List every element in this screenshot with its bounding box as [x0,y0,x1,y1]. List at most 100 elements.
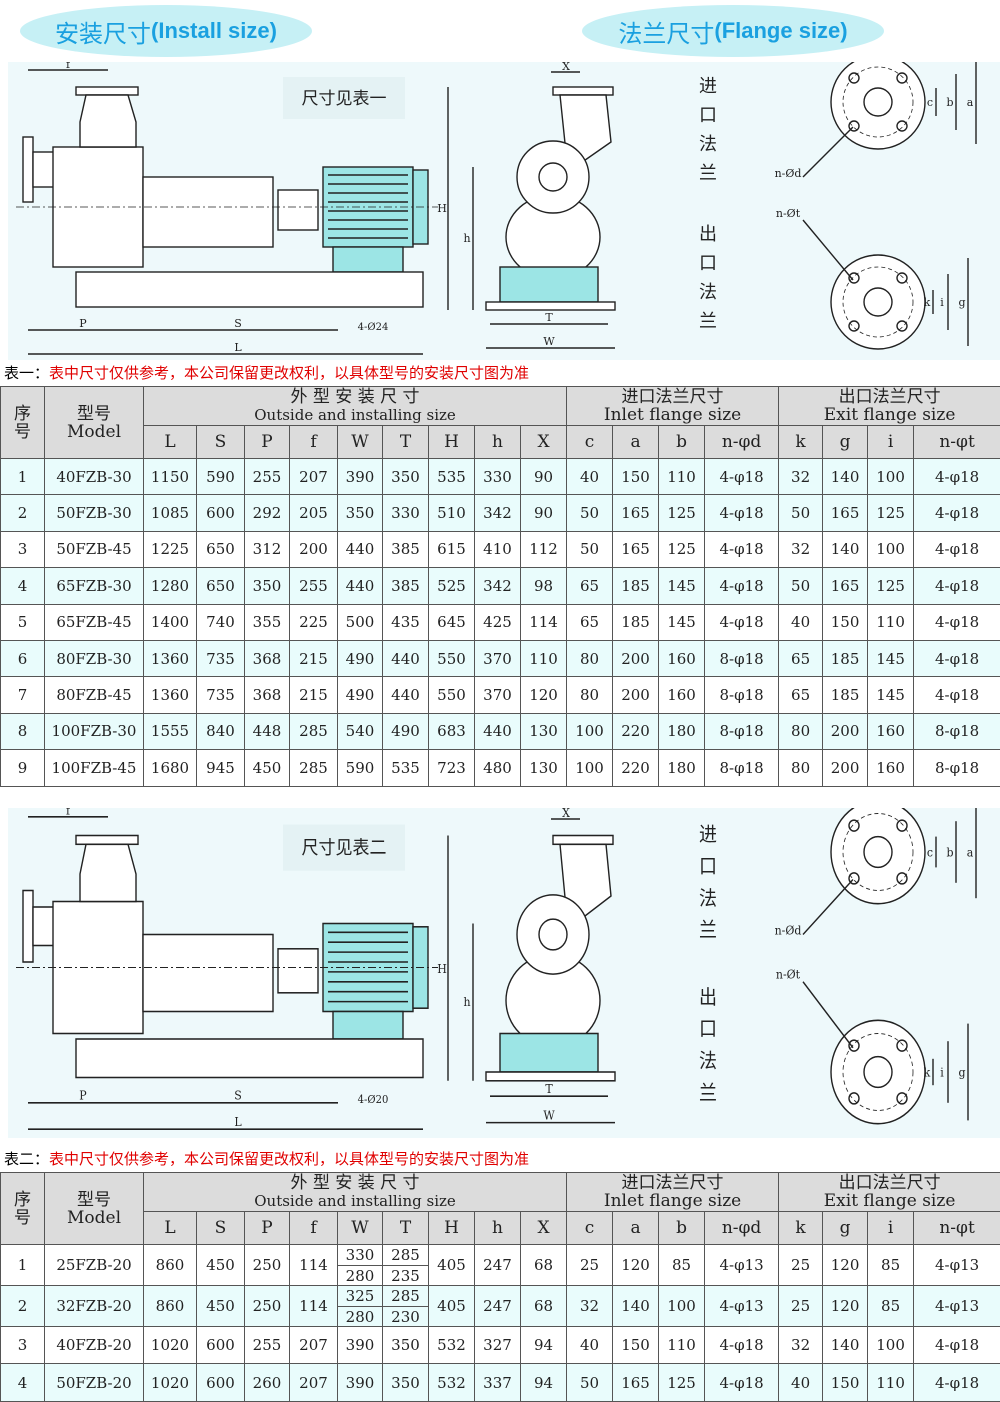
table-cell: 110 [868,604,914,640]
table-cell: 480 [475,750,521,786]
table-cell: 200 [823,713,868,749]
table-cell: 4-φ13 [914,1245,1000,1286]
outlet-flange [23,891,33,963]
table-cell: 6 [1,640,45,676]
table-cell: 207 [290,1364,338,1402]
table-cell: 1555 [144,713,197,749]
table-cell: 8-φ18 [705,750,779,786]
col-header: h [475,426,521,459]
inlet-flange-label: 兰 [699,919,717,942]
table-cell: 110 [659,1327,705,1364]
table-cell: 2 [1,1286,45,1327]
col-header: b [659,1212,705,1245]
table-cell: 945 [197,750,245,786]
coupling [278,949,318,993]
col-header: S [197,426,245,459]
table-cell: 4-φ18 [914,568,1000,604]
table-cell: 185 [613,568,659,604]
table-cell: 440 [383,640,429,676]
table-cell: 220 [613,750,659,786]
table-cell: 385 [383,531,429,567]
table-cell: 150 [823,1364,868,1402]
dim-l-label: L [234,341,242,354]
table-cell: 40 [779,1364,823,1402]
table-cell: 337 [475,1364,521,1402]
size-note: 尺寸见表一 [302,89,387,109]
table-cell: 550 [429,640,475,676]
table-cell: 100 [868,1327,914,1364]
table-cell: 4-φ18 [705,1364,779,1402]
col-header: X [521,426,567,459]
table-cell: 532 [429,1364,475,1402]
table-cell: 4-φ18 [705,459,779,495]
table-cell: 145 [868,677,914,713]
table-cell: 100FZB-30 [45,713,144,749]
table-cell: 150 [613,459,659,495]
col-header: f [290,426,338,459]
table-cell: 65 [779,677,823,713]
table-cell: 100 [567,750,613,786]
outlet-flange-label: 出 [699,224,717,245]
table-cell: 650 [197,568,245,604]
table-cell: 200 [613,677,659,713]
table-cell: 350 [245,568,290,604]
table-cell: 7 [1,677,45,713]
dim-l-label: L [234,1114,242,1129]
dim-x-label: X [562,808,571,820]
inlet-dim-label: a [967,845,974,860]
table-cell: 8 [1,713,45,749]
table-cell: 645 [429,604,475,640]
table-cell: 4-φ18 [914,531,1000,567]
dim-p-label: P [79,317,87,330]
table-cell: 250 [245,1286,290,1327]
table-cell: 8-φ18 [914,713,1000,749]
outlet-flange-label: 出 [699,986,717,1009]
dim-H-label: H [437,961,447,976]
table-cell: 90 [521,495,567,531]
table-cell: 410 [475,531,521,567]
table-cell: 1360 [144,677,197,713]
table-cell: 100 [567,713,613,749]
dim-t-label: T [545,1081,553,1096]
outlet-flange-label: 兰 [699,1082,717,1105]
table-cell: 535 [383,750,429,786]
table-cell: 342 [475,568,521,604]
col-header: b [659,426,705,459]
table-cell: 25 [567,1245,613,1286]
table-cell: 130 [521,713,567,749]
table-cell: 114 [290,1245,338,1286]
col-header: g [823,1212,868,1245]
table-cell: 370 [475,640,521,676]
table-cell: 65 [567,568,613,604]
table-cell: 440 [338,531,383,567]
table-cell: 540 [338,713,383,749]
front-base [500,267,598,302]
dim-w-label: W [543,335,555,348]
table-cell: 448 [245,713,290,749]
table-cell: 860 [144,1286,197,1327]
table-cell: 1225 [144,531,197,567]
table-cell: 32FZB-20 [45,1286,144,1327]
table-cell: 4 [1,568,45,604]
col-header: c [567,1212,613,1245]
front-base [500,1034,598,1073]
table-cell: 327 [475,1327,521,1364]
table-cell: 330 [475,459,521,495]
table-cell: 600 [197,1364,245,1402]
table-cell: 4-φ18 [705,1327,779,1364]
table-cell: 600 [197,1327,245,1364]
table-cell: 490 [338,640,383,676]
table-cell: 185 [613,604,659,640]
table-cell: 50FZB-45 [45,531,144,567]
